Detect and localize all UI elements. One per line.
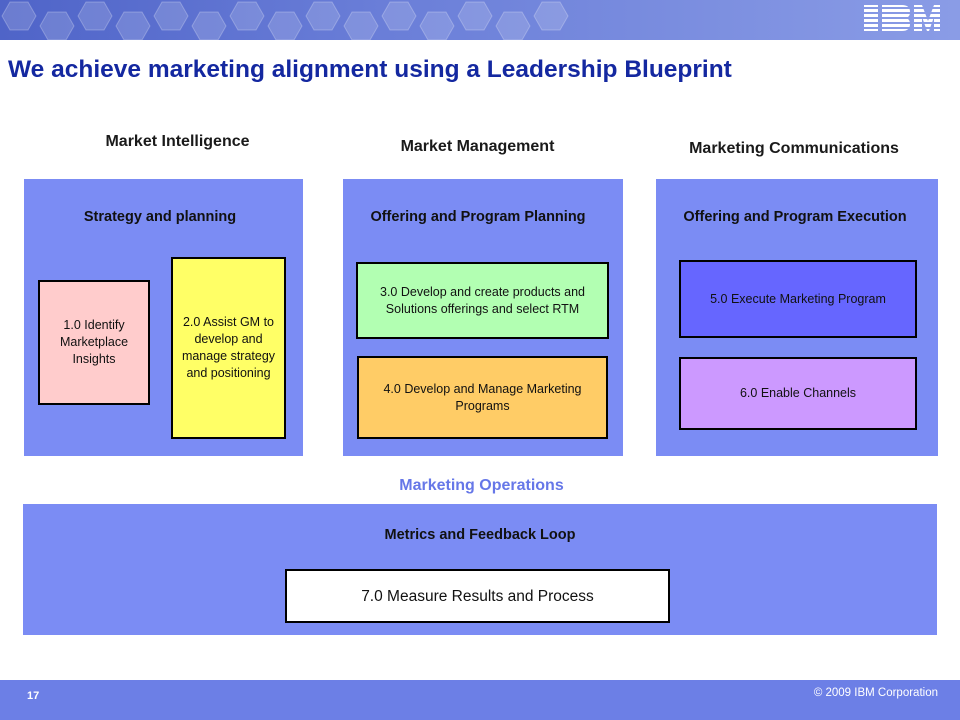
ibm-logo [864, 5, 940, 31]
column-heading-market-management: Market Management [400, 138, 555, 155]
box-develop-marketing-programs: 4.0 Develop and Manage Marketing Program… [357, 356, 608, 439]
box-assist-gm-strategy: 2.0 Assist GM to develop and manage stra… [171, 257, 286, 439]
panel-title-strategy-and-planning: Strategy and planning [83, 209, 237, 225]
column-heading-marketing-communications: Marketing Communications [689, 140, 899, 157]
box-develop-products-solutions: 3.0 Develop and create products and Solu… [356, 262, 609, 339]
page-number: 17 [27, 690, 40, 702]
hexagon-pattern-decoration [1, 1, 569, 40]
panel-title-metrics-feedback-loop: Metrics and Feedback Loop [384, 527, 576, 543]
box-execute-marketing-program: 5.0 Execute Marketing Program [679, 260, 917, 338]
panel-title-offering-program-planning: Offering and Program Planning [370, 209, 586, 225]
copyright-notice: © 2009 IBM Corporation [813, 687, 938, 699]
box-identify-marketplace-insights: 1.0 Identify Marketplace Insights [38, 280, 150, 405]
slide-title: We achieve marketing alignment using a L… [8, 56, 732, 83]
column-heading-market-intelligence: Market Intelligence [105, 133, 250, 150]
box-enable-channels: 6.0 Enable Channels [679, 357, 917, 430]
panel-title-offering-program-execution: Offering and Program Execution [683, 209, 907, 225]
header-banner [0, 0, 960, 40]
box-measure-results: 7.0 Measure Results and Process [285, 569, 670, 623]
section-heading-marketing-operations: Marketing Operations [399, 477, 564, 494]
footer-bar [0, 680, 960, 720]
